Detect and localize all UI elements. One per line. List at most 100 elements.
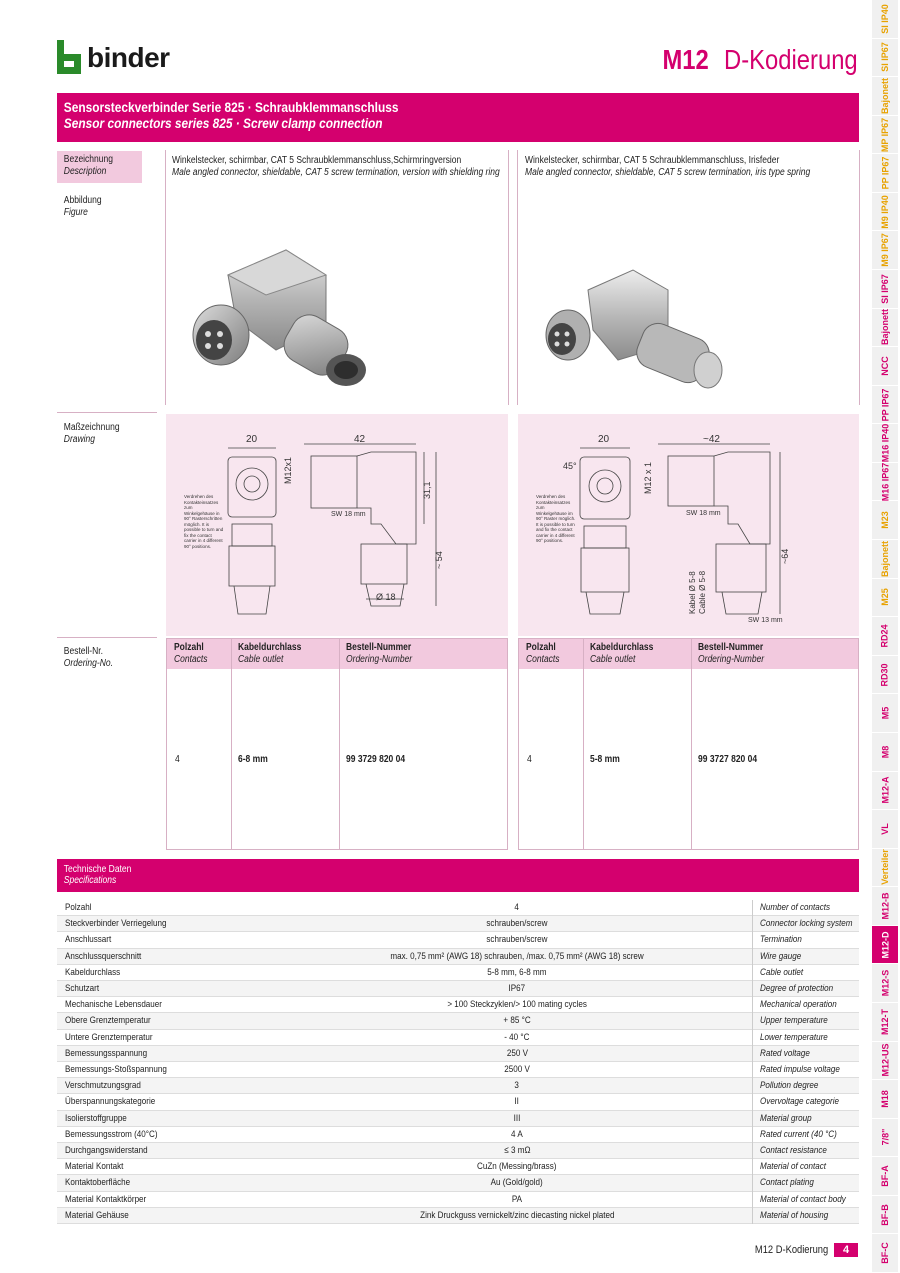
side-tab-label: SI IP67 [880, 42, 890, 73]
side-tab[interactable]: PP IP67 [872, 385, 898, 425]
side-tab[interactable]: Bajonett [872, 77, 898, 116]
side-tab[interactable]: MP IP67 [872, 115, 898, 155]
side-tab[interactable]: 7/8" [872, 1118, 898, 1158]
side-tab-label: M8 [879, 745, 890, 758]
side-tab[interactable]: RD24 [872, 617, 898, 656]
spec-label-en: Contact resistance [760, 1145, 827, 1156]
spec-label-de: Bemessungs-Stoßspannung [65, 1064, 167, 1075]
side-tab[interactable]: M12-D [872, 925, 898, 965]
spec-label-en: Mechanical operation [760, 999, 837, 1011]
side-tab-label: M5 [879, 706, 890, 720]
spec-value: 4 [514, 902, 520, 913]
side-tab[interactable]: Verteiler [872, 848, 898, 888]
side-tab[interactable]: NCC [872, 347, 898, 386]
spec-label-de: Untere Grenztemperatur [65, 1031, 153, 1043]
spec-value: + 85 °C [503, 1015, 531, 1027]
spec-label-en: Upper temperature [760, 1015, 828, 1027]
side-tab[interactable]: M5 [872, 694, 898, 733]
side-tab[interactable]: M23 [872, 501, 898, 541]
side-tab[interactable]: SI IP67 [872, 38, 898, 78]
side-tab-label: BF-C [880, 1242, 890, 1264]
side-tab[interactable]: Bajonett [872, 308, 898, 348]
order-number[interactable]: 99 3727 820 04 [698, 754, 758, 765]
dim-height-1: 31,1 [422, 481, 432, 499]
side-tab[interactable]: SI IP40 [872, 0, 898, 39]
spec-value: PA [511, 1193, 523, 1205]
side-tab[interactable]: BF-B [872, 1195, 898, 1235]
spec-label-de: Anschlussquerschnitt [65, 950, 142, 962]
rotation-note: Verdrehen des Kontakteinsatzes zum Winke… [536, 494, 576, 543]
spec-label-de: Schutzart [65, 983, 100, 994]
spec-label-en: Wire gauge [760, 950, 802, 962]
dim-angle: 45° [563, 461, 577, 471]
footer-label: M12 D-Kodierung [754, 1244, 828, 1256]
side-tab-label: MP IP67 [880, 117, 891, 152]
side-tab[interactable]: M12-A [872, 771, 898, 811]
page-number: 4 [834, 1243, 858, 1257]
label-drawing: Maßzeichnung Drawing [57, 422, 149, 446]
side-tab[interactable]: M16 IP40 [872, 424, 898, 463]
side-tab[interactable]: M18 [872, 1080, 898, 1119]
order-contacts: 4 [527, 754, 532, 765]
spec-value: 3 [514, 1080, 520, 1092]
spec-label-de: Kabeldurchlass [65, 966, 121, 978]
side-tab-label: PP IP67 [880, 156, 891, 190]
side-tab-label: Bajonett [880, 77, 890, 114]
spec-value: Au (Gold/gold) [490, 1177, 544, 1189]
side-tab[interactable]: M12-US [872, 1041, 898, 1081]
spec-value: schrauben/screw [486, 934, 548, 946]
side-tab-label: M12-A [880, 776, 891, 804]
label-description-en: Description [63, 166, 107, 177]
side-tab[interactable]: PP IP67 [872, 154, 898, 193]
label-drawing-de: Maßzeichnung [63, 422, 120, 433]
side-tab[interactable]: M8 [872, 732, 898, 772]
side-tab-label: Bajonett [880, 540, 890, 577]
order-number[interactable]: 99 3729 820 04 [346, 754, 406, 765]
side-tab-label: M12-T [880, 1008, 891, 1035]
angled-connector-iris-image [545, 269, 723, 389]
side-tab[interactable]: RD30 [872, 655, 898, 695]
product-2-description: Winkelstecker, schirmbar, CAT 5 Schraubk… [525, 155, 810, 179]
side-tab[interactable]: BF-C [872, 1234, 898, 1273]
side-tab-label: M18 [879, 1090, 890, 1108]
order-table-1-header [167, 639, 507, 669]
side-tab-label: VL [879, 823, 890, 835]
side-tab[interactable]: M9 IP67 [872, 231, 898, 271]
side-tab[interactable]: M25 [872, 578, 898, 618]
dim-length: ~42 [703, 434, 720, 445]
brand-name: binder [87, 42, 170, 73]
spec-label-en: Rated voltage [760, 1047, 810, 1059]
spec-label-de: Material Kontakt [65, 1161, 124, 1173]
label-description-de: Bezeichnung [63, 154, 113, 165]
side-tab-label: M25 [879, 588, 890, 607]
side-tab[interactable]: M12-B [872, 887, 898, 926]
side-tab[interactable]: M16 IP67 [872, 462, 898, 502]
side-tab[interactable]: M12-T [872, 1002, 898, 1042]
side-tab[interactable]: M9 IP40 [872, 192, 898, 232]
spec-label-de: Durchgangswiderstand [65, 1145, 148, 1156]
label-figure-de: Abbildung [63, 195, 102, 206]
side-tab[interactable]: VL [872, 810, 898, 849]
label-figure-en: Figure [63, 207, 88, 218]
spec-label-en: Cable outlet [760, 966, 804, 978]
side-tab-label: BF-A [880, 1165, 890, 1187]
col-contacts-en: Contacts [526, 654, 560, 665]
spec-label-en: Degree of protection [760, 983, 834, 994]
product-1-figure [166, 230, 508, 405]
side-tab[interactable]: M12-S [872, 964, 898, 1003]
label-description: Bezeichnung Description [57, 151, 142, 183]
side-tab[interactable]: SI IP67 [872, 270, 898, 309]
side-tab[interactable]: BF-A [872, 1157, 898, 1196]
side-tab[interactable]: Bajonett [872, 540, 898, 579]
dim-sw: SW 18 mm [331, 511, 366, 518]
